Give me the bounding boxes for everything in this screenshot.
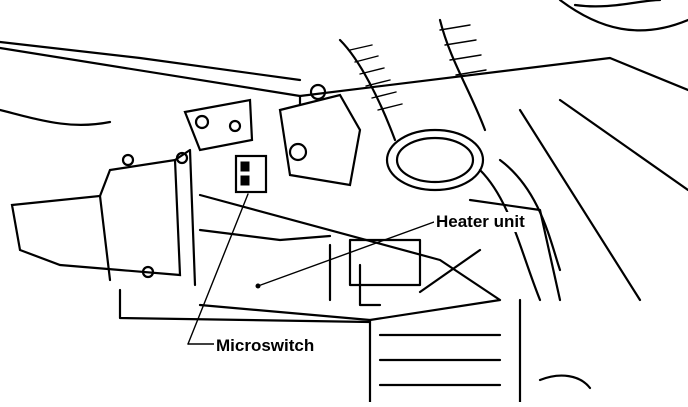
microswitch-body <box>234 154 268 194</box>
microswitch-leader <box>187 193 249 345</box>
air-duct-hose <box>338 0 688 192</box>
mounting-bracket <box>183 83 362 187</box>
heater-unit-body <box>118 193 592 404</box>
heater-unit-label: Heater unit <box>434 212 527 232</box>
microswitch-label: Microswitch <box>214 336 317 356</box>
knee-panel <box>10 148 197 287</box>
dashboard-panel <box>0 40 688 302</box>
heater-unit-leader <box>257 221 435 287</box>
